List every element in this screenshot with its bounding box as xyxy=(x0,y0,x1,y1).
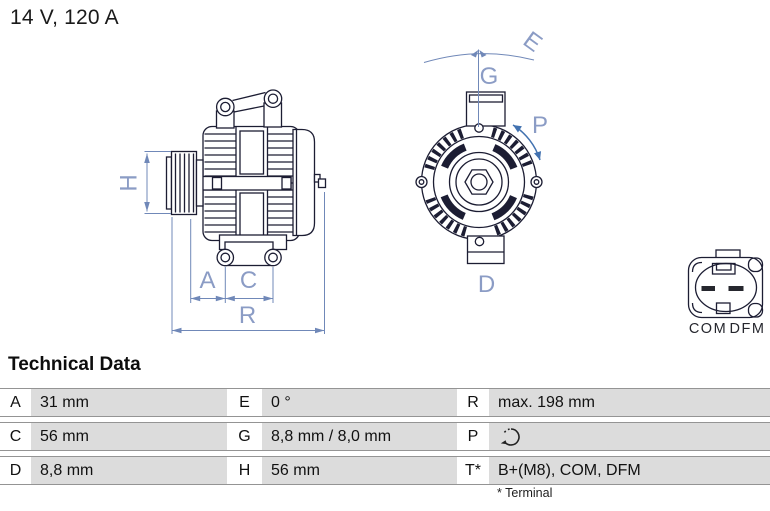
rotation-clockwise-icon xyxy=(500,427,520,446)
product-spec-title: 14 V, 120 A xyxy=(10,6,119,29)
table-row: A 31 mm E 0 ° R max. 198 mm xyxy=(0,388,770,417)
bplus-terminal-stud xyxy=(313,173,321,183)
table-row: D 8,8 mm H 56 mm T* B+(M8), COM, DFM xyxy=(0,456,770,485)
rotation-direction-arrow xyxy=(512,124,542,161)
side-view-dimensions: H A C R xyxy=(115,151,325,334)
table-row: C 56 mm G 8,8 mm / 8,0 mm P xyxy=(0,422,770,451)
spec-key-d: D xyxy=(0,457,31,484)
pulley-shaft-cap xyxy=(165,156,173,210)
rear-housing xyxy=(292,128,316,237)
rotor-sector-ring xyxy=(437,140,521,224)
front-view-dimensions: E G P D xyxy=(423,26,548,298)
connector-pin-com xyxy=(701,286,715,291)
spec-key-a: A xyxy=(0,389,31,416)
spec-key-g: G xyxy=(227,423,262,450)
dimension-label-d: D xyxy=(478,271,495,298)
dimension-label-a: A xyxy=(199,267,215,294)
top-mounting-lug xyxy=(465,91,506,127)
alternator-side-view xyxy=(165,89,327,267)
dimension-label-g: G xyxy=(480,63,499,90)
bottom-mounting-lug xyxy=(466,235,505,265)
dimension-label-c: C xyxy=(240,267,257,294)
spec-value-a: 31 mm xyxy=(31,389,227,416)
spec-key-t: T* xyxy=(457,457,489,484)
spec-key-c: C xyxy=(0,423,31,450)
spec-key-r: R xyxy=(457,389,489,416)
connector-pin-dfm xyxy=(728,286,744,291)
spec-value-p xyxy=(489,423,770,450)
connector-label-dfm: DFM xyxy=(730,321,766,337)
spec-value-e: 0 ° xyxy=(262,389,457,416)
dimension-label-h: H xyxy=(115,174,142,191)
spec-value-c: 56 mm xyxy=(31,423,227,450)
spec-value-h: 56 mm xyxy=(262,457,457,484)
connector-detail: COM DFM xyxy=(687,249,766,337)
alternator-technical-drawing: H A C R xyxy=(115,26,766,337)
shaft-nut-hexagon xyxy=(464,169,494,195)
spec-key-h: H xyxy=(227,457,262,484)
dimension-label-r: R xyxy=(239,302,256,329)
connector-top-tab xyxy=(715,249,741,259)
spec-key-e: E xyxy=(227,389,262,416)
spec-value-t: B+(M8), COM, DFM xyxy=(489,457,770,484)
spec-value-g: 8,8 mm / 8,0 mm xyxy=(262,423,457,450)
terminal-footnote: * Terminal xyxy=(497,486,553,500)
dimension-label-e: E xyxy=(518,26,547,57)
technical-data-heading: Technical Data xyxy=(8,354,141,375)
dimension-label-p: P xyxy=(532,112,548,139)
technical-data-table: A 31 mm E 0 ° R max. 198 mm C 56 mm G 8,… xyxy=(0,388,770,490)
spec-value-d: 8,8 mm xyxy=(31,457,227,484)
connector-label-com: COM xyxy=(689,321,727,337)
spec-value-r: max. 198 mm xyxy=(489,389,770,416)
spec-key-p: P xyxy=(457,423,489,450)
